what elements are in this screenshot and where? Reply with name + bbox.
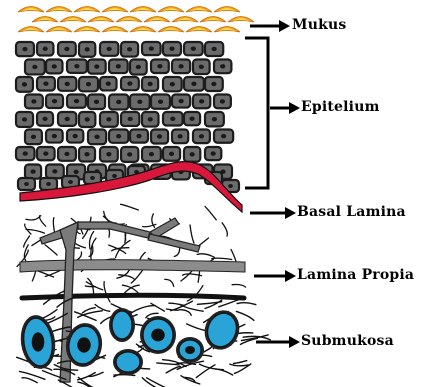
cell-nucleus (112, 174, 117, 178)
cell-nucleus (221, 134, 226, 138)
cell-nucleus (65, 117, 70, 121)
cell-nucleus (211, 82, 216, 86)
cell-nucleus (149, 46, 154, 50)
cell-nucleus (199, 99, 204, 103)
cell-nucleus (22, 117, 27, 121)
cell-nucleus (23, 151, 28, 155)
cell-nucleus (157, 64, 162, 68)
cell-nucleus (127, 152, 132, 156)
cell-nucleus (107, 47, 112, 51)
cell-nucleus (68, 180, 73, 184)
cell-nucleus (199, 65, 204, 69)
cell-nucleus (46, 182, 51, 186)
cell-nucleus (116, 64, 121, 68)
cell-nucleus (74, 99, 79, 103)
submucosa-cell (112, 311, 132, 339)
cell-nucleus (31, 135, 36, 139)
cell-nucleus (169, 152, 174, 156)
cell-nucleus (52, 169, 57, 173)
cell-nucleus (84, 152, 89, 156)
cell-nucleus (73, 170, 78, 174)
cell-nucleus (86, 82, 91, 86)
cell-nucleus (24, 182, 29, 186)
cell-nucleus (158, 99, 163, 103)
cell-nucleus (43, 82, 48, 86)
cell-nucleus (149, 152, 154, 156)
cell-nucleus (137, 100, 142, 104)
cell-nucleus (52, 64, 57, 68)
cell-nucleus (73, 134, 78, 138)
submucosa-nucleus (77, 337, 91, 352)
cell-nucleus (178, 64, 183, 68)
cell-nucleus (220, 99, 225, 103)
cell-nucleus (85, 47, 90, 51)
cell-nucleus (179, 99, 184, 103)
cell-nucleus (65, 82, 70, 86)
cell-nucleus (147, 82, 152, 86)
cell-nucleus (116, 134, 121, 138)
cell-nucleus (212, 47, 217, 51)
cell-nucleus (136, 65, 141, 69)
cell-nucleus (106, 117, 111, 121)
cell-nucleus (64, 47, 69, 51)
cell-nucleus (85, 117, 90, 121)
cell-nucleus (22, 47, 27, 51)
cell-nucleus (199, 134, 204, 138)
cell-nucleus (127, 47, 132, 51)
cell-nucleus (52, 99, 57, 103)
cell-nucleus (64, 152, 69, 156)
cell-nucleus (191, 82, 196, 86)
cell-nucleus (170, 117, 175, 121)
cell-nucleus (220, 64, 225, 68)
submucosa-cell (116, 352, 140, 372)
cell-nucleus (52, 134, 57, 138)
cell-nucleus (128, 117, 133, 121)
cell-nucleus (43, 151, 48, 155)
cell-nucleus (42, 117, 47, 121)
lamina-propia-band (20, 260, 245, 272)
cell-nucleus (116, 100, 121, 104)
cell-nucleus (170, 82, 175, 86)
cell-nucleus (94, 64, 99, 68)
cell-nucleus (106, 82, 111, 86)
cell-nucleus (191, 46, 196, 50)
cell-nucleus (30, 169, 35, 173)
cell-nucleus (228, 184, 233, 188)
cell-nucleus (31, 99, 36, 103)
cell-nucleus (32, 65, 37, 69)
cell-nucleus (148, 117, 153, 121)
cell-nucleus (94, 135, 99, 139)
cell-nucleus (157, 134, 162, 138)
cell-nucleus (22, 82, 27, 86)
cell-nucleus (90, 176, 95, 180)
submucosa-nucleus (185, 346, 195, 354)
label-epitelium: Epitelium (301, 99, 380, 115)
cell-nucleus (178, 134, 183, 138)
cell-nucleus (94, 100, 99, 104)
cell-nucleus (106, 152, 111, 156)
label-lamina-propia: Lamina Propia (297, 267, 414, 283)
cell-nucleus (169, 47, 174, 51)
cell-nucleus (136, 134, 141, 138)
connective-fiber (85, 286, 95, 287)
submucosa-nucleus (151, 329, 165, 342)
cell-nucleus (127, 81, 132, 85)
label-submukosa: Submukosa (301, 333, 394, 349)
cell-nucleus (211, 151, 216, 155)
label-mukus: Mukus (292, 17, 346, 33)
cell-nucleus (190, 152, 195, 156)
label-basal-lamina: Basal Lamina (297, 204, 406, 220)
cell-nucleus (74, 64, 79, 68)
submucosa-nucleus (32, 332, 45, 351)
cell-nucleus (189, 116, 194, 120)
cell-nucleus (43, 47, 48, 51)
cell-nucleus (212, 117, 217, 121)
